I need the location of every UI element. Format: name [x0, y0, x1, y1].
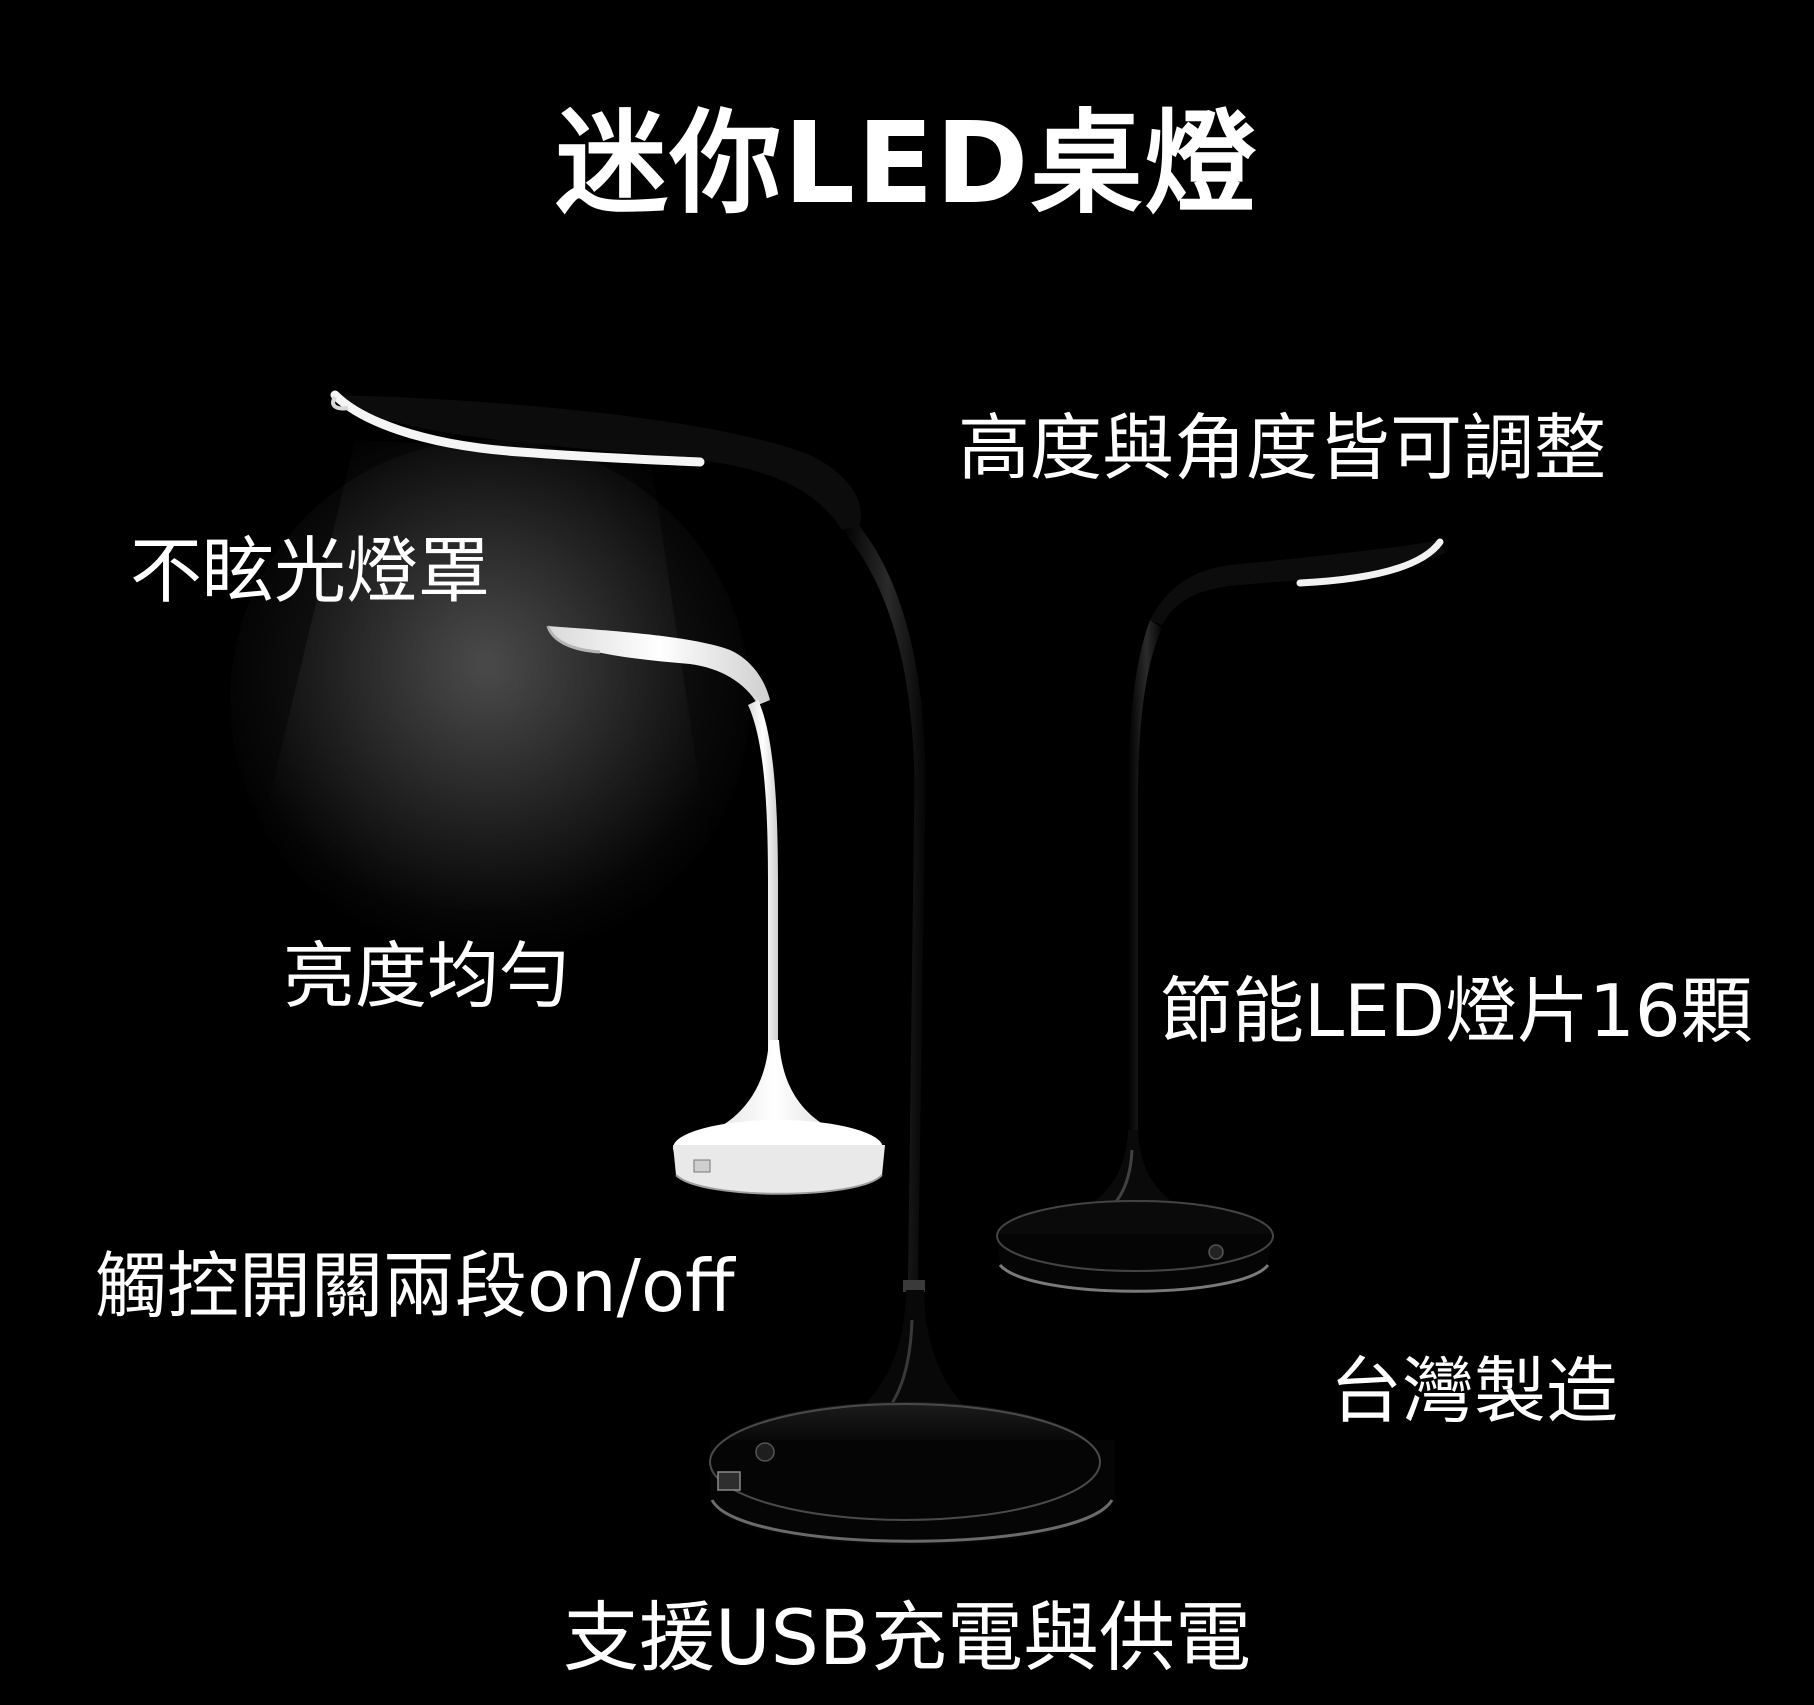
- feature-even-brightness: 亮度均勻: [283, 934, 572, 1018]
- feature-usb-power: 支援USB充電與供電: [562, 1593, 1251, 1682]
- black-lamp-large: [330, 390, 1115, 1545]
- feature-led-count: 節能LED燈片16顆: [1160, 969, 1753, 1053]
- feature-anti-glare-shade: 不眩光燈罩: [130, 529, 491, 613]
- feature-adjustable-height-angle: 高度與角度皆可調整: [958, 406, 1607, 490]
- feature-made-in-taiwan: 台灣製造: [1330, 1349, 1619, 1433]
- white-lamp: [546, 625, 885, 1195]
- black-lamp-right: [996, 538, 1445, 1293]
- light-glow: [230, 440, 750, 960]
- product-title: 迷你LED桌燈: [555, 99, 1259, 229]
- feature-touch-switch: 觸控開關兩段on/off: [95, 1244, 735, 1328]
